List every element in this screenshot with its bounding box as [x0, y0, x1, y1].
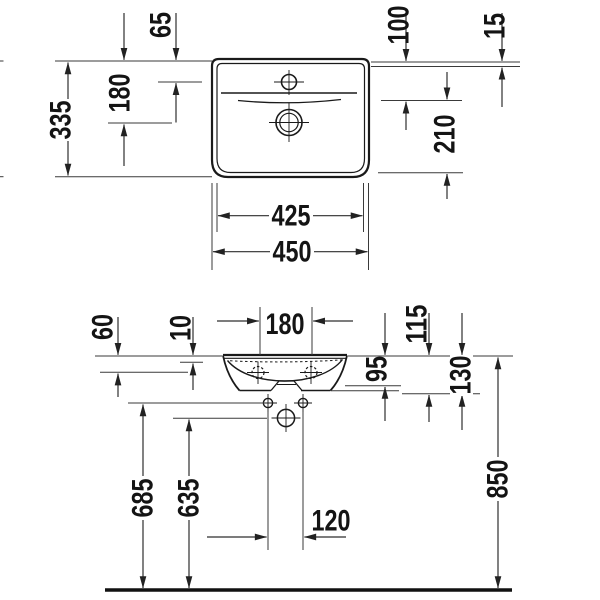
top-view-extension-lines — [0, 60, 520, 270]
dim-335: 335 — [45, 62, 78, 176]
dim-label-15: 15 — [479, 13, 512, 39]
dim-label-180-plan: 180 — [104, 74, 137, 113]
dim-10: 10 — [165, 315, 198, 390]
dim-65: 65 — [145, 12, 180, 123]
dim-label-180-front: 180 — [266, 308, 305, 341]
dim-130: 130 — [445, 313, 478, 430]
dim-label-100: 100 — [383, 6, 416, 45]
dim-635: 635 — [173, 419, 206, 589]
dim-label-425: 425 — [272, 200, 311, 233]
dim-label-115: 115 — [401, 305, 434, 344]
basin-plan-outline — [210, 57, 371, 179]
dim-label-685: 685 — [127, 479, 160, 518]
dim-label-65: 65 — [145, 12, 178, 38]
front-view: 60 10 180 95 115 — [87, 305, 515, 592]
dim-label-120: 120 — [312, 505, 351, 538]
dim-180-plan: 180 — [104, 13, 137, 166]
dim-60: 60 — [87, 314, 122, 397]
bowl-front-curve — [226, 359, 344, 382]
front-view-extension-lines — [95, 307, 513, 550]
dim-685: 685 — [127, 404, 160, 589]
body-right-edge — [329, 355, 348, 392]
dim-label-450: 450 — [273, 236, 312, 269]
dim-450: 450 — [212, 236, 368, 269]
basin-bowl-edge-line — [237, 98, 342, 104]
body-left-edge — [222, 355, 241, 392]
dim-850: 850 — [482, 357, 515, 589]
basin-outer-edge — [210, 57, 371, 179]
dim-label-60: 60 — [87, 314, 120, 340]
dim-label-850: 850 — [482, 460, 515, 499]
dim-180-front: 180 — [217, 308, 353, 341]
dim-label-10: 10 — [165, 315, 198, 341]
dim-15: 15 — [479, 13, 512, 107]
drain-boss — [270, 380, 303, 391]
basin-inner-rim — [216, 62, 366, 174]
dim-100: 100 — [383, 6, 416, 130]
dim-label-335: 335 — [45, 101, 78, 140]
top-view: 335 65 180 100 15 21 — [0, 6, 520, 270]
dim-210: 210 — [429, 72, 462, 199]
dim-425: 425 — [217, 200, 363, 233]
dim-label-210: 210 — [429, 115, 462, 154]
dim-label-635: 635 — [173, 479, 206, 518]
basin-front-outline — [222, 353, 348, 432]
dim-120: 120 — [207, 505, 351, 541]
dim-95: 95 — [361, 313, 394, 421]
rim-hidden-edge — [229, 359, 344, 363]
dim-115: 115 — [401, 305, 434, 422]
dim-label-130: 130 — [445, 356, 478, 395]
dim-label-95: 95 — [361, 356, 394, 382]
